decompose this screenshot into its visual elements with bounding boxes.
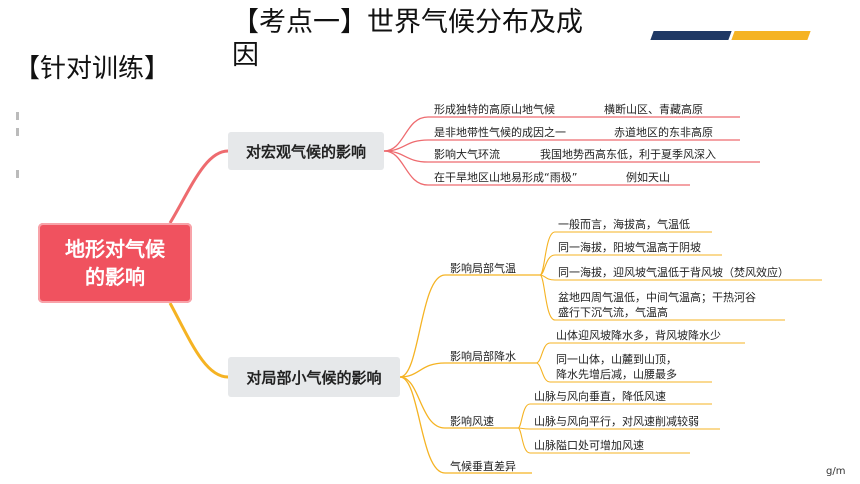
slide-title: 【考点一】世界气候分布及成 因 bbox=[232, 6, 632, 72]
connector-root-local bbox=[168, 302, 229, 379]
macro-item-3-right: 我国地势西高东低，利于夏季风深入 bbox=[540, 148, 716, 161]
connector-rain-2 bbox=[535, 362, 712, 383]
wind-item-3: 山脉隘口处可增加风速 bbox=[534, 439, 644, 452]
macro-item-1-left: 形成独特的高原山地气候 bbox=[434, 103, 555, 116]
branch-local-climate: 对局部小气候的影响 bbox=[228, 357, 400, 397]
connector-macro-2 bbox=[383, 139, 740, 152]
connector-macro-1 bbox=[383, 116, 740, 152]
connector-local-wind bbox=[399, 376, 518, 429]
margin-tick bbox=[16, 128, 19, 136]
temp-item-4: 盆地四周气温低，中间气温高；干热河谷 bbox=[558, 291, 756, 304]
connector-wind-1 bbox=[517, 403, 712, 429]
root-line-2: 的影响 bbox=[85, 265, 145, 289]
section-subtitle: 【针对训练】 bbox=[14, 54, 171, 84]
rain-item-3: 降水先增后减，山腰最多 bbox=[556, 368, 677, 381]
group-local-precipitation: 影响局部降水 bbox=[450, 350, 516, 363]
rain-item-2: 同一山体，山麓到山顶， bbox=[556, 353, 677, 366]
connector-wind-2 bbox=[517, 427, 720, 430]
margin-tick bbox=[16, 170, 19, 178]
group-vertical-difference: 气候垂直差异 bbox=[450, 460, 516, 473]
temp-item-2: 同一海拔，阳坡气温高于阴坡 bbox=[558, 241, 701, 254]
temp-item-5: 盛行下沉气流，气温高 bbox=[558, 306, 668, 319]
root-line-1: 地形对气候 bbox=[65, 237, 165, 261]
macro-item-3-left: 影响大气环流 bbox=[434, 148, 500, 161]
branch-macro-climate: 对宏观气候的影响 bbox=[228, 132, 384, 170]
connector-temp-3 bbox=[539, 274, 822, 281]
wind-item-1: 山脉与风向垂直，降低风速 bbox=[534, 390, 666, 403]
connector-macro-4 bbox=[383, 150, 690, 186]
title-line-1: 【考点一】世界气候分布及成 bbox=[232, 7, 583, 38]
temp-item-1: 一般而言，海拔高，气温低 bbox=[558, 218, 690, 231]
wind-item-2: 山脉与风向平行，对风速削减较弱 bbox=[534, 415, 699, 428]
connector-local-temp bbox=[399, 274, 540, 378]
connector-temp-4 bbox=[539, 274, 785, 321]
connector-wind-3 bbox=[517, 427, 690, 454]
connector-local-rain bbox=[399, 362, 536, 378]
rain-item-1: 山体迎风坡降水多，背风坡降水少 bbox=[556, 329, 721, 342]
title-line-2: 因 bbox=[232, 40, 259, 71]
macro-item-1-right: 横断山区、青藏高原 bbox=[604, 103, 703, 116]
connector-local-vertical bbox=[399, 376, 532, 474]
connector-temp-2 bbox=[539, 254, 722, 276]
group-local-temperature: 影响局部气温 bbox=[450, 262, 516, 275]
temp-item-3: 同一海拔，迎风坡气温低于背风坡（焚风效应） bbox=[558, 266, 789, 279]
connector-root-macro bbox=[168, 149, 229, 224]
margin-tick bbox=[16, 112, 19, 120]
macro-item-2-left: 是非地带性气候的成因之一 bbox=[434, 126, 566, 139]
connector-rain-1 bbox=[535, 342, 745, 364]
group-wind-speed: 影响风速 bbox=[450, 415, 494, 428]
macro-item-2-right: 赤道地区的东非高原 bbox=[614, 126, 713, 139]
corner-unit-text: g/m bbox=[826, 466, 846, 477]
root-node: 地形对气候 的影响 bbox=[38, 223, 192, 303]
macro-item-4-left: 在干旱地区山地易形成“雨极” bbox=[434, 171, 578, 184]
macro-item-4-right: 例如天山 bbox=[626, 171, 670, 184]
